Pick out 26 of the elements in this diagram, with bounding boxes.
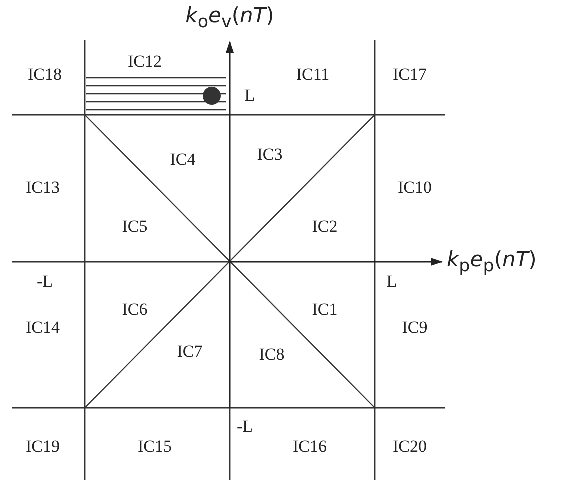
region-label: IC2 [312,217,338,237]
region-label: IC8 [259,345,285,365]
region-label: IC12 [128,52,162,72]
region-label: IC9 [402,318,428,338]
region-label: IC4 [170,150,196,170]
region-label: IC14 [26,318,60,338]
region-label: L [386,272,398,292]
region-label: IC1 [312,300,338,320]
region-label: IC10 [398,178,432,198]
region-label: IC17 [393,65,427,85]
region-label: L [244,86,256,106]
region-label: IC5 [122,217,148,237]
axis-label: k$_{p}$e$_{p}$(nT) [447,247,537,277]
region-label: IC18 [28,65,62,85]
region-label: IC3 [257,145,283,165]
region-label: IC13 [26,178,60,198]
region-label: IC19 [26,437,60,457]
region-label: IC6 [122,300,148,320]
region-label: -L [36,272,54,292]
axis-label: k$_{o}$e$_{v}$(nT) [186,3,274,33]
region-label: -L [236,417,254,437]
region-label: IC7 [177,342,203,362]
region-label: IC15 [138,437,172,457]
region-label: IC11 [296,65,330,85]
region-label: IC16 [293,437,327,457]
region-label: IC20 [393,437,427,457]
